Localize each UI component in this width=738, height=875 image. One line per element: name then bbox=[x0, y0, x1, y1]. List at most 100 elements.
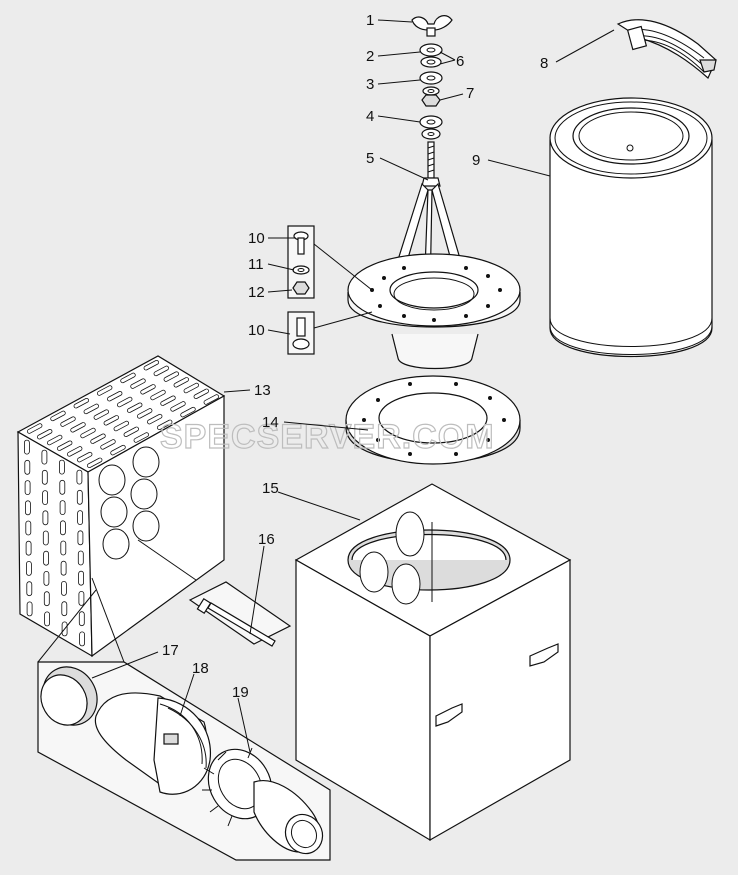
slot bbox=[43, 571, 50, 586]
part-18-cone-housing bbox=[94, 692, 212, 795]
slot bbox=[103, 415, 119, 426]
slot bbox=[110, 444, 126, 456]
slot bbox=[61, 581, 67, 596]
part-9-filter-cartridge bbox=[549, 97, 713, 358]
slot bbox=[150, 389, 166, 401]
callout-13: 13 bbox=[254, 382, 271, 399]
watermark-text: SPECSERVER.COM bbox=[160, 418, 495, 456]
slot bbox=[27, 423, 43, 434]
slot bbox=[26, 581, 33, 597]
part-16-bolt bbox=[188, 581, 292, 647]
slot bbox=[79, 631, 85, 647]
callout-5: 5 bbox=[366, 150, 374, 167]
callout-10a: 10 bbox=[248, 230, 265, 247]
slot bbox=[113, 420, 129, 432]
slot bbox=[80, 427, 96, 439]
slot bbox=[173, 377, 189, 388]
slot bbox=[170, 401, 186, 412]
callout-18: 18 bbox=[192, 660, 209, 677]
slot bbox=[87, 457, 103, 469]
callout-1: 1 bbox=[366, 12, 374, 29]
slot bbox=[117, 396, 133, 408]
slot bbox=[163, 371, 179, 382]
hardware-stack bbox=[411, 15, 453, 140]
slot bbox=[153, 365, 169, 377]
slot bbox=[97, 385, 113, 396]
slot bbox=[59, 459, 65, 475]
slot bbox=[83, 403, 99, 415]
slot bbox=[133, 432, 149, 443]
slot bbox=[73, 397, 89, 409]
slot bbox=[90, 433, 106, 444]
slot bbox=[57, 440, 73, 451]
slot bbox=[77, 550, 84, 566]
slot bbox=[147, 413, 163, 425]
slot bbox=[77, 530, 84, 546]
callout-6: 6 bbox=[456, 53, 464, 70]
side-slots bbox=[23, 439, 85, 647]
slot bbox=[203, 394, 219, 405]
slot bbox=[25, 540, 32, 556]
slot bbox=[42, 510, 49, 526]
filter-housing-flange bbox=[347, 253, 521, 370]
slot bbox=[76, 469, 83, 485]
callout-4: 4 bbox=[366, 108, 374, 125]
slot bbox=[50, 410, 66, 422]
callout-3: 3 bbox=[366, 76, 374, 93]
slot bbox=[70, 422, 86, 433]
slot bbox=[41, 469, 48, 485]
slot bbox=[26, 601, 33, 617]
slot bbox=[93, 409, 109, 420]
slot bbox=[78, 611, 85, 627]
slot bbox=[23, 439, 30, 455]
slot bbox=[60, 416, 76, 427]
callout-17: 17 bbox=[162, 642, 179, 659]
slot bbox=[193, 388, 209, 400]
slot bbox=[59, 479, 66, 495]
slot bbox=[67, 446, 83, 457]
callout-2: 2 bbox=[366, 48, 374, 65]
slot bbox=[43, 550, 49, 566]
callout-14: 14 bbox=[262, 414, 279, 431]
part-15-box-housing bbox=[294, 483, 572, 842]
slot bbox=[25, 561, 32, 576]
leader-lines bbox=[91, 19, 615, 753]
slot bbox=[78, 570, 84, 586]
slot bbox=[140, 384, 156, 395]
slot bbox=[143, 359, 159, 371]
slot bbox=[60, 540, 67, 556]
slot bbox=[25, 520, 32, 536]
slot bbox=[100, 439, 116, 450]
part-19-fan-rotor bbox=[202, 747, 324, 855]
part-13-perforated-guard bbox=[16, 355, 226, 658]
slot bbox=[120, 372, 136, 384]
bolt-assembly-10-12 bbox=[287, 225, 315, 355]
callout-labels: 1 2 3 4 5 6 7 8 9 10 11 12 10 13 14 15 1… bbox=[162, 12, 548, 701]
slot bbox=[180, 406, 196, 418]
slot bbox=[76, 489, 83, 505]
slot bbox=[157, 419, 173, 431]
slot bbox=[137, 408, 153, 419]
slot bbox=[77, 510, 83, 526]
callout-10b: 10 bbox=[248, 322, 265, 339]
callout-19: 19 bbox=[232, 684, 249, 701]
slot bbox=[44, 611, 50, 627]
slot bbox=[77, 451, 93, 463]
callout-12: 12 bbox=[248, 284, 265, 301]
slot bbox=[107, 390, 123, 402]
slot bbox=[24, 480, 31, 496]
slot bbox=[24, 459, 31, 475]
slot bbox=[43, 591, 50, 607]
slot bbox=[42, 490, 48, 506]
slot bbox=[160, 395, 176, 406]
top-slots bbox=[27, 359, 219, 469]
slot bbox=[127, 402, 143, 413]
callout-7: 7 bbox=[466, 85, 474, 102]
part-14-gasket bbox=[345, 375, 521, 465]
slot bbox=[59, 500, 66, 516]
callout-9: 9 bbox=[472, 152, 480, 169]
slot bbox=[60, 560, 67, 576]
callout-8: 8 bbox=[540, 55, 548, 72]
part-17-end-cap bbox=[40, 666, 98, 726]
